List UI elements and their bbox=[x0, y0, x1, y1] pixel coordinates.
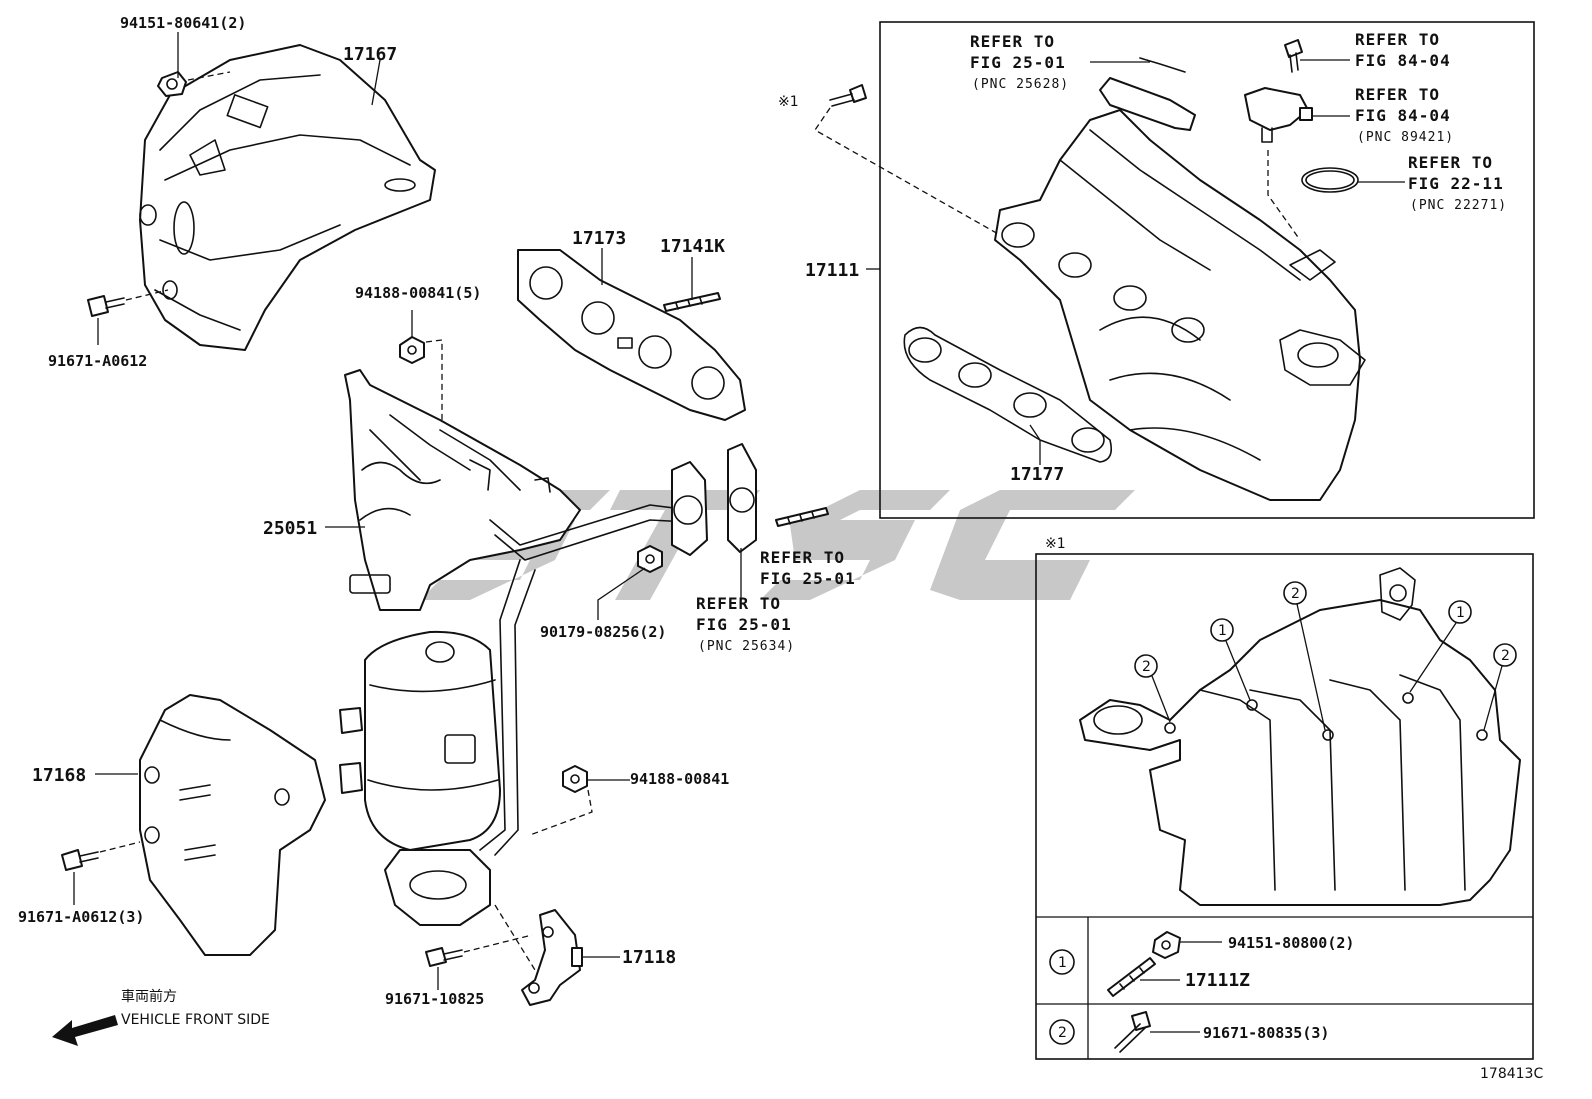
detail-nut-94151-80800 bbox=[1152, 931, 1181, 959]
nut-90179-08256 bbox=[637, 545, 663, 573]
intake-manifold-panel bbox=[879, 21, 1535, 519]
label-17168: 17168 bbox=[32, 765, 86, 786]
bracket-17118 bbox=[521, 909, 583, 1006]
ref3-line1: REFER TO bbox=[1355, 85, 1440, 104]
label-17118: 17118 bbox=[622, 947, 676, 968]
sensor-pnc-89421 bbox=[1244, 87, 1313, 143]
ref4-line3: (PNC 22271) bbox=[1410, 198, 1507, 213]
label-94151-80800: 94151-80800(2) bbox=[1228, 934, 1354, 952]
table-circle-2 bbox=[1049, 1019, 1075, 1045]
stud-refer-25-01 bbox=[775, 507, 829, 527]
heat-shield-upper bbox=[139, 44, 436, 351]
intake-cover-pnc-25628 bbox=[1099, 57, 1196, 131]
leader-lines bbox=[73, 32, 1405, 1033]
bolt-91671-10825 bbox=[425, 904, 536, 971]
table-circle-1 bbox=[1049, 949, 1075, 975]
exhaust-manifold-converter bbox=[339, 369, 691, 926]
ref6-line1: REFER TO bbox=[696, 594, 781, 613]
callout-2-a: 2 bbox=[1142, 659, 1151, 675]
detail-table-lines bbox=[1036, 916, 1533, 1059]
ref5-line2: FIG 25-01 bbox=[760, 569, 856, 588]
ref6-line3: (PNC 25634) bbox=[698, 639, 795, 654]
heat-shield-lower bbox=[139, 694, 326, 956]
vehicle-front-english: VEHICLE FRONT SIDE bbox=[121, 1012, 270, 1028]
ref2-line2: FIG 84-04 bbox=[1355, 51, 1451, 70]
note-mark-bolt: ※1 bbox=[778, 94, 799, 110]
exhaust-manifold-gasket bbox=[517, 249, 746, 421]
table-callout-2: 2 bbox=[1058, 1025, 1067, 1041]
label-91671-80835: 91671-80835(3) bbox=[1203, 1024, 1329, 1042]
ref1-line1: REFER TO bbox=[970, 32, 1055, 51]
intake-manifold-17111 bbox=[994, 109, 1366, 501]
ref3-line3: (PNC 89421) bbox=[1357, 130, 1454, 145]
vehicle-front-japanese: 車両前方 bbox=[121, 988, 177, 1005]
label-17111: 17111 bbox=[805, 260, 859, 281]
bolt-91671-A0612 bbox=[87, 289, 169, 317]
detail-stud-17111Z bbox=[1107, 957, 1156, 997]
label-17177: 17177 bbox=[1010, 464, 1064, 485]
label-94188-00841: 94188-00841 bbox=[630, 770, 729, 788]
ref1-line3: (PNC 25628) bbox=[972, 77, 1069, 92]
intake-manifold-detail bbox=[1079, 567, 1521, 906]
bolt-note-1 bbox=[814, 84, 1001, 236]
ref4-line2: FIG 22-11 bbox=[1408, 174, 1504, 193]
label-91671-10825: 91671-10825 bbox=[385, 990, 484, 1008]
label-91671-A0612-3: 91671-A0612(3) bbox=[18, 908, 144, 926]
bolt-refer-84-04 bbox=[1284, 39, 1303, 73]
intake-gasket-17177 bbox=[903, 326, 1113, 463]
callout-2-c: 2 bbox=[1501, 648, 1510, 664]
label-17141K: 17141K bbox=[660, 236, 725, 257]
diagram-id: 178413C bbox=[1480, 1066, 1543, 1082]
ref4-line1: REFER TO bbox=[1408, 153, 1493, 172]
vehicle-front-arrow bbox=[52, 1015, 118, 1046]
ref5-line1: REFER TO bbox=[760, 548, 845, 567]
ref6-line2: FIG 25-01 bbox=[696, 615, 792, 634]
ref2-line1: REFER TO bbox=[1355, 30, 1440, 49]
label-17167: 17167 bbox=[343, 44, 397, 65]
stud-17141K bbox=[663, 292, 721, 312]
bolt-91671-A0612-3 bbox=[61, 841, 141, 871]
label-91671-A0612: 91671-A0612 bbox=[48, 352, 147, 370]
callout-1-b: 1 bbox=[1456, 605, 1465, 621]
ref3-line2: FIG 84-04 bbox=[1355, 106, 1451, 125]
detail-bolt-91671-80835 bbox=[1114, 1011, 1151, 1053]
o-ring-pnc-22271 bbox=[1267, 150, 1359, 241]
table-callout-1: 1 bbox=[1058, 955, 1067, 971]
label-25051: 25051 bbox=[263, 518, 317, 539]
pipe-gaskets bbox=[671, 443, 757, 556]
nut-94188-00841 bbox=[529, 765, 593, 836]
label-17173: 17173 bbox=[572, 228, 626, 249]
callout-2-b: 2 bbox=[1291, 586, 1300, 602]
label-94188-00841-5: 94188-00841(5) bbox=[355, 284, 481, 302]
label-90179-08256: 90179-08256(2) bbox=[540, 623, 666, 641]
label-17111Z: 17111Z bbox=[1185, 970, 1250, 991]
callout-1-a: 1 bbox=[1218, 623, 1227, 639]
note-mark-detail: ※1 bbox=[1045, 536, 1066, 552]
detail-panel bbox=[1035, 553, 1534, 1060]
label-94151-80641: 94151-80641(2) bbox=[120, 14, 246, 32]
ref1-line2: FIG 25-01 bbox=[970, 53, 1066, 72]
detail-callouts bbox=[1134, 581, 1517, 731]
